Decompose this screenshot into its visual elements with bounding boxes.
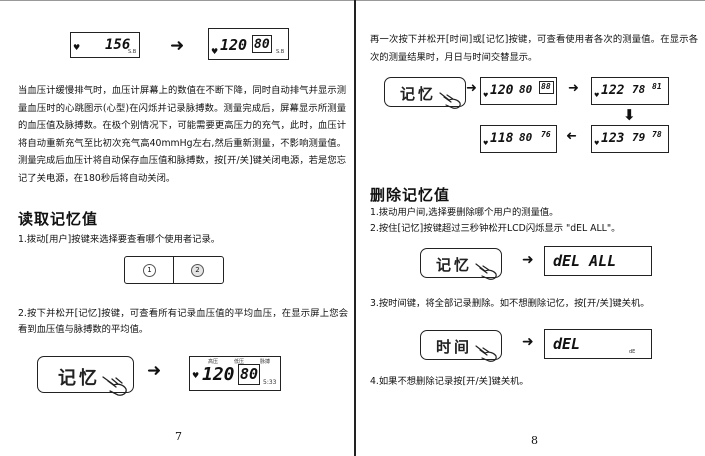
section-heading-read-memory: 读取记忆值 (18, 210, 99, 228)
heart-icon: ♥ (73, 43, 81, 52)
heart-icon: ♥ (483, 92, 489, 99)
pressure-value: 156 (105, 37, 131, 53)
record-display-3: ♥ 123 79 78 (591, 125, 669, 153)
right-page: 再一次按下并松开[时间]或[记忆]按键，可查看使用者各次的测量值。在显示各次的测… (356, 0, 705, 456)
step-4-text: 4.如果不想删除记录按[开/关]键关机。 (370, 376, 529, 387)
record-2-diastolic: 78 (632, 83, 646, 96)
page-divider (354, 0, 356, 456)
delete-text: dEL (553, 335, 581, 353)
record-1-systolic: 120 (490, 83, 514, 98)
record-display-1: ♥ 120 80 88 (480, 77, 557, 105)
memory-button-label: 记忆 (436, 256, 473, 274)
systolic-value: 120 (220, 36, 248, 54)
diastolic-header: 低压 (234, 359, 245, 365)
record-4-systolic: 118 (490, 131, 514, 146)
section-heading-delete-memory: 删除记忆值 (370, 186, 451, 204)
pointing-hand-icon (102, 376, 127, 396)
record-1-pulse-box (539, 81, 554, 94)
delete-display: dEL dE (544, 329, 652, 359)
heart-icon: ♥ (594, 140, 600, 147)
heart-icon: ♥ (594, 92, 600, 99)
step-2-text: 2.按下并松开[记忆]按键，可查看所有记录血压值的平均血压，在显示屏上您会看到血… (18, 308, 348, 335)
step-1-text: 1.拨动[用户]按键来选择要查看哪个使用者记录。 (18, 234, 221, 245)
down-arrow-icon: ⬇ (623, 106, 636, 124)
time-readout: 5:33 (263, 379, 277, 386)
step-3-text: 3.按时间键，将全部记录删除。如不想删除记忆，按[开/关]键关机。 (370, 298, 650, 309)
record-3-diastolic: 79 (632, 131, 646, 144)
step-2-text: 2.按住[记忆]按键超过三秒钟松开LCD闪烁显示 "dEL ALL"。 (370, 223, 621, 234)
right-arrow-icon: ➜ (466, 81, 477, 96)
record-3-pulse: 78 (652, 130, 662, 139)
heart-icon: ♥ (192, 371, 200, 380)
pointing-hand-icon (475, 263, 497, 280)
unit-label: S.B (128, 49, 137, 55)
unit-label: S.B (276, 49, 285, 55)
right-arrow-icon: ➜ (522, 252, 534, 268)
heart-icon: ♥ (483, 140, 489, 147)
memory-button[interactable]: 记忆 (384, 77, 466, 109)
right-arrow-icon: ➜ (170, 36, 185, 56)
memory-button[interactable]: 记忆 (420, 248, 502, 280)
review-measurements-text: 再一次按下并松开[时间]或[记忆]按键，可查看使用者各次的测量值。在显示各次的测… (370, 34, 698, 63)
user-2-indicator: 2 (191, 264, 204, 277)
memory-button-label: 记忆 (58, 368, 100, 389)
pointing-hand-icon (475, 345, 497, 362)
result-display: ♥ 120 80 S.B (208, 28, 289, 60)
user-switch-position-1[interactable]: 1 (125, 257, 174, 283)
pressure-display-inflating: ♥ 156 S.B (70, 32, 140, 58)
average-display: 高压 低压 脉搏 ♥ 120 80 5:33 (189, 356, 281, 391)
top-border (356, 0, 705, 1)
user-switch-position-2[interactable]: 2 (174, 257, 223, 283)
pointing-hand-icon (439, 92, 461, 109)
record-1-pulse: 88 (541, 82, 551, 91)
heart-icon: ♥ (211, 47, 219, 56)
avg-diastolic-box (238, 364, 260, 385)
right-arrow-icon: ➜ (568, 81, 579, 96)
user-1-indicator: 1 (143, 264, 156, 277)
record-3-systolic: 123 (601, 131, 625, 146)
step-1-text: 1.拨动用户间,选择要删除哪个用户的测量值。 (370, 207, 559, 218)
record-2-pulse: 81 (652, 82, 662, 91)
right-arrow-icon: ➜ (522, 334, 534, 350)
pulse-header: 脉搏 (260, 359, 271, 365)
page-number: 7 (175, 430, 182, 443)
user-switch[interactable]: 1 2 (124, 256, 224, 284)
delete-all-text: dEL ALL (553, 252, 617, 270)
record-display-2: ♥ 122 78 81 (591, 77, 669, 105)
diastolic-box (252, 35, 272, 53)
page-number: 8 (531, 434, 538, 447)
time-button[interactable]: 时间 (420, 330, 502, 362)
avg-systolic-value: 120 (202, 364, 235, 385)
record-display-4: ♥ 118 80 76 (480, 125, 557, 153)
right-arrow-icon: ➜ (147, 361, 162, 381)
delete-indicator: dE (629, 349, 636, 355)
left-page: ♥ 156 S.B ➜ ♥ 120 80 S.B 当血压计缓慢排气时，血压计屏幕… (0, 0, 354, 443)
record-1-diastolic: 80 (519, 83, 533, 96)
left-arrow-icon: ➜ (566, 129, 577, 144)
time-button-label: 时间 (436, 338, 473, 356)
avg-diastolic-value: 80 (240, 365, 259, 383)
top-border (0, 0, 354, 1)
memory-button[interactable]: 记忆 (37, 356, 134, 396)
record-4-pulse: 76 (541, 130, 551, 139)
measurement-description: 当血压计缓慢排气时，血压计屏幕上的数值在不断下降，同时自动排气并显示测量血压时的… (18, 85, 346, 184)
diastolic-value: 80 (254, 37, 270, 52)
delete-all-display: dEL ALL (544, 246, 652, 276)
record-4-diastolic: 80 (519, 131, 533, 144)
record-2-systolic: 122 (601, 83, 625, 98)
systolic-header: 高压 (208, 359, 219, 365)
memory-button-label: 记忆 (400, 85, 437, 103)
